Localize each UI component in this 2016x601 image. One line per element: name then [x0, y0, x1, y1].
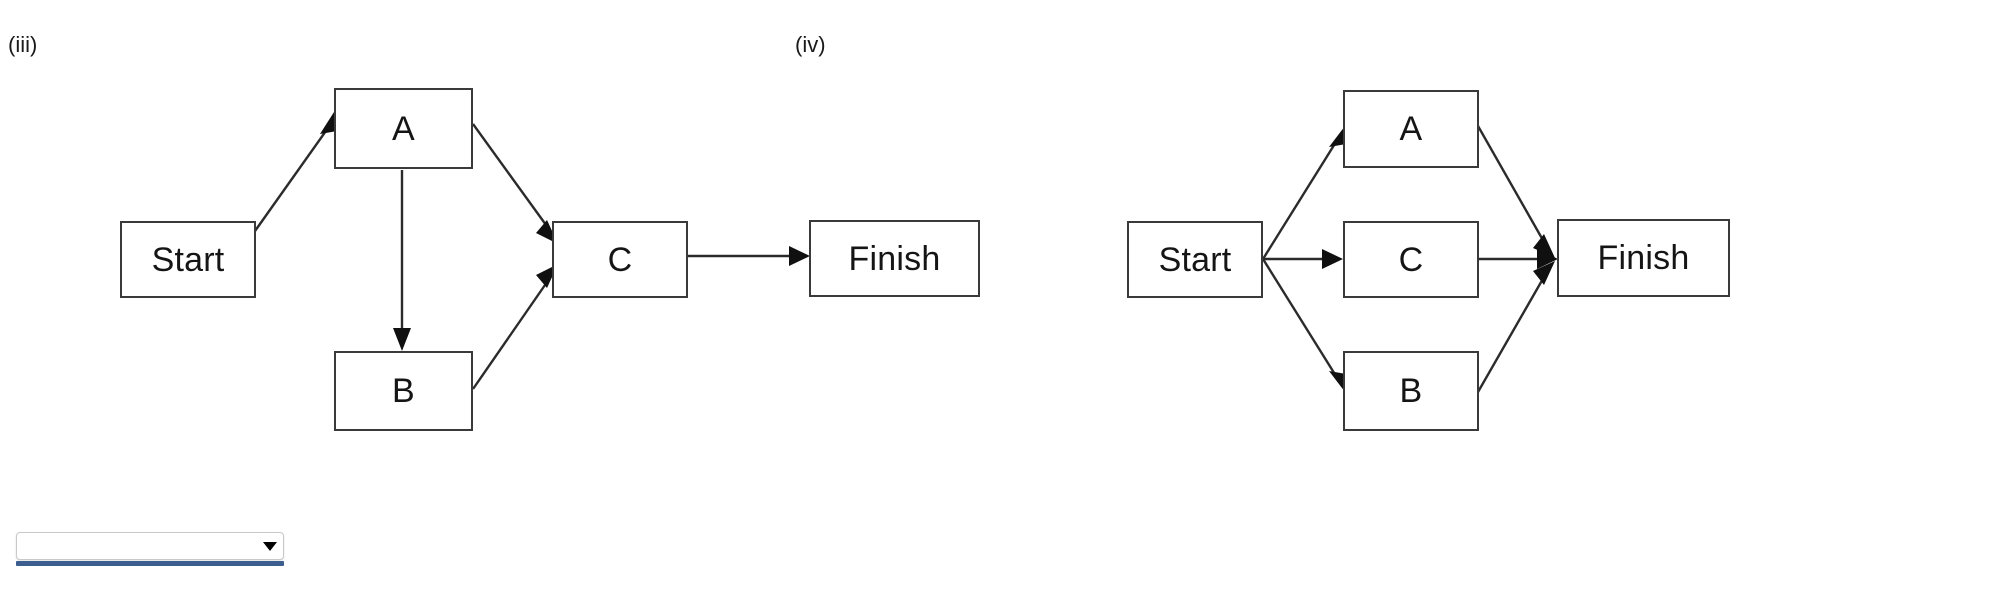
arrow-head-c-to-finish-iv — [1537, 249, 1558, 269]
node-label: B — [392, 372, 415, 410]
node-label: A — [1399, 110, 1423, 148]
node-label: C — [1398, 240, 1424, 279]
node-label: B — [1399, 372, 1423, 410]
node-finish-iii[interactable]: Finish — [809, 220, 980, 297]
edge-a-to-c — [472, 123, 555, 237]
edge-b-to-c — [472, 271, 555, 390]
figure-label-iv: (iv) — [795, 32, 826, 57]
node-label: C — [607, 240, 633, 279]
node-c-iv[interactable]: C — [1343, 221, 1479, 298]
node-b-iv[interactable]: B — [1343, 351, 1479, 431]
edge-start-to-a — [254, 120, 334, 232]
node-a-iv[interactable]: A — [1343, 90, 1479, 168]
node-label: A — [392, 109, 415, 148]
node-b-iii[interactable]: B — [334, 351, 473, 431]
answer-dropdown-wrapper — [16, 532, 284, 566]
edge-b-to-finish-iv — [1476, 269, 1550, 393]
caret-down-icon[interactable] — [263, 541, 277, 551]
node-a-iii[interactable]: A — [334, 88, 473, 169]
node-c-iii[interactable]: C — [552, 221, 688, 298]
node-label: Finish — [1597, 239, 1690, 277]
node-label: Finish — [848, 239, 941, 278]
node-finish-iv[interactable]: Finish — [1557, 219, 1730, 297]
edge-a-to-finish-iv — [1476, 125, 1550, 250]
arrow-head-a-to-b — [393, 328, 411, 351]
arrow-head-c-to-finish — [789, 246, 810, 266]
arrow-head-b-to-finish-iv — [1533, 261, 1555, 285]
node-start-iv[interactable]: Start — [1127, 221, 1263, 298]
figure-label-iii: (iii) — [8, 32, 38, 57]
edge-start-to-a-iv — [1261, 133, 1343, 260]
node-label: Start — [1158, 240, 1232, 279]
dropdown-focus-underline — [16, 561, 284, 566]
node-start-iii[interactable]: Start — [120, 221, 256, 298]
answer-dropdown[interactable] — [16, 532, 284, 560]
node-label: Start — [151, 240, 225, 279]
arrow-head-a-to-finish-iv — [1533, 234, 1555, 258]
arrow-head-start-to-c-iv — [1322, 249, 1343, 269]
edge-start-to-b-iv — [1261, 258, 1343, 385]
